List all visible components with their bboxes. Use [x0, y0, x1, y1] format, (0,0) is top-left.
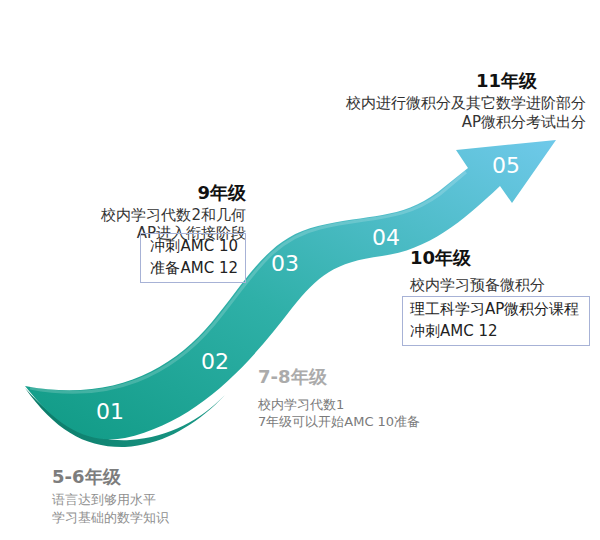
ribbon-arrow: [25, 140, 556, 439]
box-text: 冲刺AMC 10: [148, 236, 238, 258]
grade-text: 10年级: [410, 247, 471, 269]
ribbon-highlight: [30, 172, 466, 392]
grade-text: 校内学习预备微积分: [410, 276, 545, 294]
highlight-box: 冲刺AMC 10准备AMC 12: [140, 233, 246, 283]
box-text: 准备AMC 12: [148, 258, 238, 280]
grade-text: 7年级可以开始AMC 10准备: [258, 414, 420, 430]
step-number: 05: [492, 153, 520, 179]
grade-text: 校内学习代数2和几何: [101, 206, 246, 224]
highlight-box: 理工科学习AP微积分课程冲刺AMC 12: [402, 296, 590, 346]
grade-text: 5-6年级: [52, 466, 121, 488]
box-text: 理工科学习AP微积分课程: [410, 299, 582, 321]
grade-text: 语言达到够用水平: [52, 492, 156, 508]
step-number: 03: [271, 251, 299, 277]
grade-text: 校内进行微积分及其它数学进阶部分: [346, 94, 586, 112]
grade-text: AP微积分考试出分: [462, 113, 586, 131]
step-number: 01: [96, 399, 124, 425]
grade-text: 学习基础的数学知识: [52, 510, 169, 526]
box-text: 冲刺AMC 12: [410, 321, 582, 343]
grade-text: 校内学习代数1: [258, 397, 344, 413]
grade-text: 9年级: [197, 182, 246, 204]
grade-text: 7-8年级: [258, 366, 327, 388]
step-number: 04: [372, 225, 400, 251]
step-number: 02: [201, 349, 229, 375]
grade-text: 11年级: [476, 70, 537, 92]
